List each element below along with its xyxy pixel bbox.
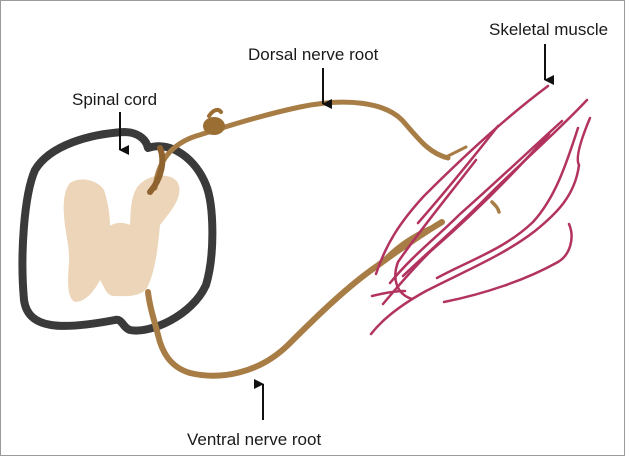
motor-end-plate [492,202,499,212]
muscle-fiber [418,126,498,223]
muscle-fiber [444,224,572,302]
dorsal-root-ganglion [203,117,225,135]
skeletal-muscle-label: Skeletal muscle [489,20,608,40]
sensory-ending [444,147,466,158]
ganglion-stem [209,110,221,116]
muscle-fiber [372,291,405,296]
spinal-cord-label: Spinal cord [72,90,157,110]
muscle-fiber [395,160,476,299]
grey-matter [64,175,180,302]
dorsal-nerve-root-label: Dorsal nerve root [248,45,378,65]
ventral-nerve-root-label: Ventral nerve root [187,430,321,450]
muscle-fiber [578,118,590,165]
